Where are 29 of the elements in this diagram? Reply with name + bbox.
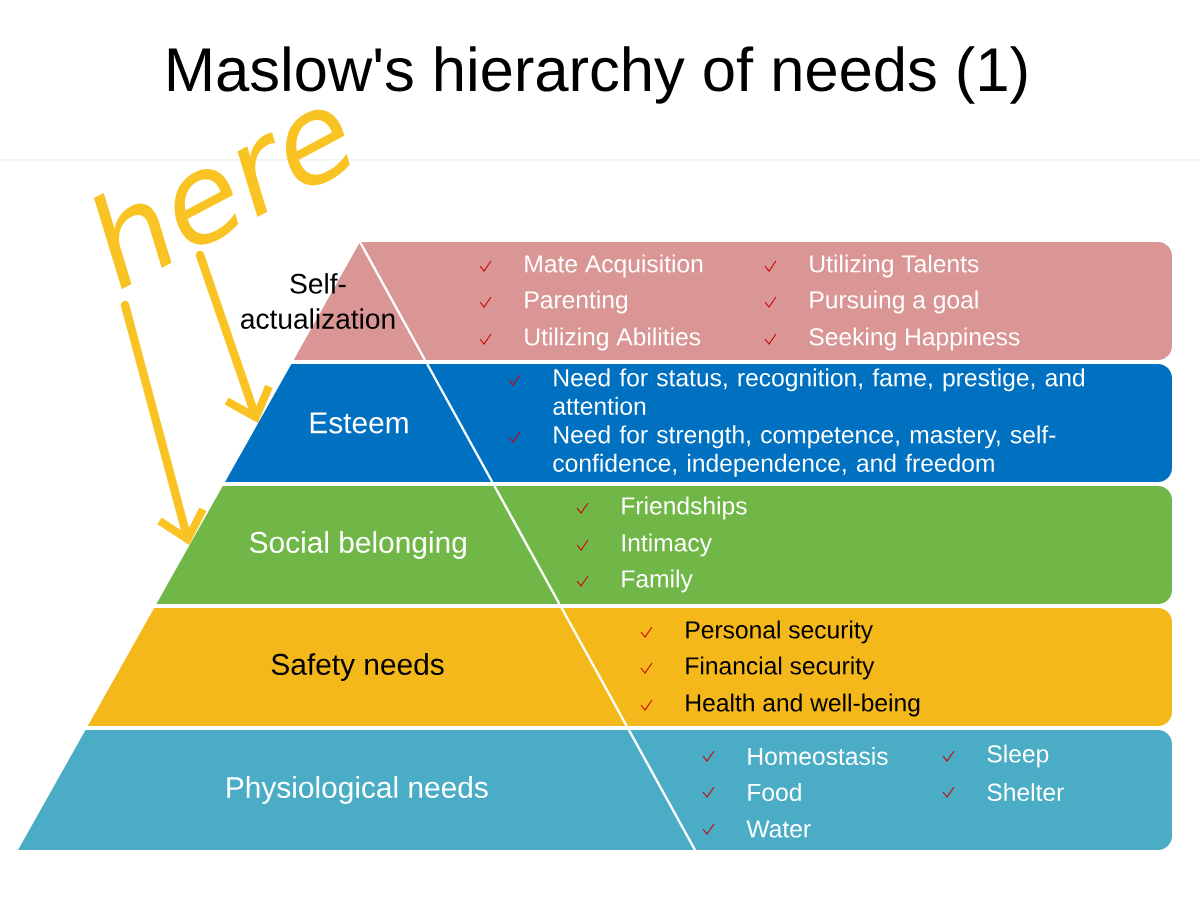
- title: Maslow's hierarchy of needs (1): [168, 46, 1027, 104]
- list-item: Seeking Happiness: [809, 327, 1020, 351]
- list-item: Need for strength, competence, mastery, self-confidence, independence, and freedom: [553, 425, 1056, 477]
- list-item: Sleep: [987, 744, 1049, 768]
- list-item: Friendships: [622, 496, 747, 520]
- pyramid-level: Esteem: [225, 363, 494, 483]
- list-item: Parenting: [525, 290, 628, 314]
- node-label: Safety needs: [271, 653, 444, 681]
- arrow: [120, 300, 207, 545]
- arrow: [195, 250, 273, 423]
- pyramid-level: Social belonging: [156, 485, 561, 605]
- list-item: Health and well-being: [686, 693, 920, 717]
- pyramid-level: Safety needs: [87, 607, 628, 727]
- list-item: Food: [748, 782, 801, 802]
- list-item: Water: [746, 820, 811, 838]
- list-item: Family: [622, 569, 693, 593]
- node-label: Physiological needs: [227, 776, 488, 804]
- list-item: Financial security: [686, 656, 875, 680]
- list-item: Utilizing Talents: [810, 254, 979, 278]
- list-item: Personal security: [686, 620, 873, 644]
- list-item: Homeostasis: [748, 746, 888, 766]
- list-item: Intimacy: [622, 533, 712, 557]
- list-item: Mate Acquisition: [525, 254, 703, 278]
- list-item: Pursuing a goal: [810, 290, 978, 314]
- node-label: Esteem: [310, 412, 408, 434]
- list-item: Shelter: [987, 782, 1064, 802]
- list-item: Utilizing Abilities: [525, 327, 701, 351]
- list-item: Need for status, recognition, fame, prestige, and attention: [553, 368, 1085, 415]
- node-label: Social belonging: [249, 531, 466, 559]
